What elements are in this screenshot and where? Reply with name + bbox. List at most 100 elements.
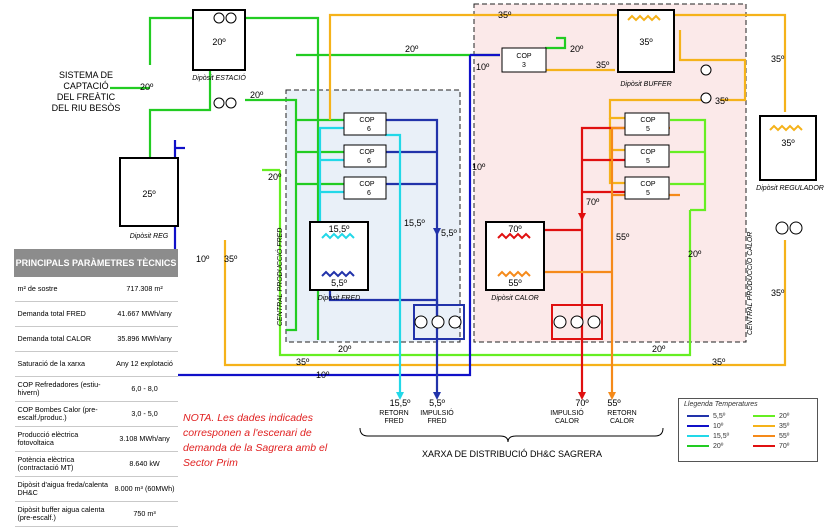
svg-text:3: 3 [522,62,526,69]
temp-label-bottom-35: 35º [296,357,310,367]
svg-text:IMPULSIÓ: IMPULSIÓ [420,408,454,417]
temp-label-top-35: 35º [498,10,512,20]
temp-label-calor-out: 20º [688,249,702,259]
cop-calor-2: COP 5 [624,144,670,168]
deposit-reg: 25º Dipòsit REG [119,157,179,240]
fred-bottom-temp: 5,5º [331,278,348,288]
svg-text:5: 5 [646,126,650,133]
cop-fred-2: COP 6 [343,144,387,168]
svg-text:IMPULSIÓ: IMPULSIÓ [550,408,584,417]
deposit-calor: 70º 55º Dipòsit CALOR [485,221,545,302]
central-calor-label: CENTRAL PRODUCCIÓ CALOR [745,232,754,335]
estacio-label: Dipòsit ESTACIÓ [192,73,246,82]
temp-label-buffer: 35º [596,60,610,70]
temp-label-cop3: 20º [570,44,584,54]
cop-fred-1: COP 6 [343,112,387,136]
temperature-legend: Llegenda Temperatures 5,5º 10º 15,5º 20º… [678,398,818,462]
svg-text:55º: 55º [607,398,621,408]
svg-text:6: 6 [367,158,371,165]
temp-label-10-bottom: 10º [316,370,330,380]
table-row: Potència elèctrica (contractació MT)8.64… [14,451,178,477]
temp-label-70: 70º [586,197,600,207]
table-row: COP Bombes Calor (pre-escalf./produc.)3,… [14,401,178,427]
calor-bottom-temp: 55º [508,278,522,288]
svg-text:RETORN: RETORN [607,410,636,417]
estacio-temp: 20º [212,37,226,47]
temp-label-10-left: 10º [196,254,210,264]
deposit-fred: 15,5º 5,5º Dipòsit FRED [309,221,369,302]
svg-text:COP: COP [640,149,656,156]
svg-text:COP: COP [359,149,375,156]
table-title: PRINCIPALS PARÀMETRES TÈCNICS [14,249,178,277]
temp-label-fred-in: 20º [268,172,282,182]
temp-label-15-5: 15,5º [404,218,426,228]
legend-item: 20º [753,413,789,420]
legend-item: 15,5º [687,433,729,440]
svg-text:DEL RIU BESÒS: DEL RIU BESÒS [52,103,121,113]
central-fred-label: CENTRAL PRODUCCIÓ FRED [275,228,284,326]
reg-label: Dipòsit REG [130,233,169,240]
network-label: XARXA DE DISTRIBUCIÓ DH&C SAGRERA [422,449,602,459]
temp-label-reg-35: 35º [224,254,238,264]
svg-text:6: 6 [367,126,371,133]
table-row: COP Refredadores (estiu-hivern)6,0 - 8,0 [14,376,178,402]
temp-label-estacio-out: 20º [250,90,264,100]
regulador-label: Dipòsit REGULADOR [756,185,824,192]
temp-label-regulador-out: 35º [771,288,785,298]
temp-label-source: 20º [140,82,154,92]
temp-label-buffer-out: 35º [715,96,729,106]
legend-item: 5,5º [687,413,725,420]
svg-text:COP: COP [640,181,656,188]
cop-fred-3: COP 6 [343,176,387,200]
temp-label-right-35: 35º [771,54,785,64]
svg-text:COP: COP [516,53,532,60]
cop-calor-1: COP 5 [624,112,670,136]
temp-label-10-mid: 10º [472,162,486,172]
fred-label: Dipòsit FRED [318,295,360,302]
svg-text:DEL FREÀTIC: DEL FREÀTIC [57,92,116,102]
regulador-temp: 35º [781,138,795,148]
dhc-schematic: 20º Dipòsit ESTACIÓ 25º Dipòsit REG 35º … [52,3,824,459]
cop-calor-units: COP 5 COP 5 COP 5 [624,112,670,200]
legend-title: Llegenda Temperatures [684,401,758,408]
calor-label: Dipòsit CALOR [491,295,538,302]
temp-label-bottom-35-right: 35º [712,357,726,367]
svg-text:15,5º: 15,5º [390,398,412,408]
temp-label-bottom-right: 20º [652,344,666,354]
legend-item: 70º [753,443,789,450]
cop-preheat: COP 3 [501,47,547,73]
svg-text:COP: COP [359,181,375,188]
cop-fred-units: COP 6 COP 6 COP 6 [343,112,387,200]
svg-text:CALOR: CALOR [610,418,634,425]
svg-text:RETORN: RETORN [379,410,408,417]
svg-text:5,5º: 5,5º [429,398,446,408]
svg-text:70º: 70º [575,398,589,408]
svg-text:FRED: FRED [427,418,446,425]
technical-parameters-table: PRINCIPALS PARÀMETRES TÈCNICS m² de sost… [14,249,178,527]
outlet-labels: 15,5º RETORN FRED 5,5º IMPULSIÓ FRED 70º… [379,398,636,425]
temp-label-5-5: 5,5º [441,228,458,238]
source-label: SISTEMA DE CAPTACIÓ DEL FREÀTIC DEL RIU … [52,70,121,113]
table-row: Dipòsit buffer aigua calenta (pre-escalf… [14,501,178,527]
svg-text:COP: COP [359,117,375,124]
svg-text:CALOR: CALOR [555,418,579,425]
legend-item: 20º [687,443,723,450]
svg-text:SISTEMA DE: SISTEMA DE [59,70,113,80]
svg-text:CAPTACIÓ: CAPTACIÓ [63,81,108,91]
legend-item: 35º [753,423,789,430]
calor-top-temp: 70º [508,224,522,234]
svg-text:FRED: FRED [384,418,403,425]
legend-item: 10º [687,423,723,430]
temp-label-bottom-left: 20º [338,344,352,354]
reg-temp: 25º [142,189,156,199]
svg-text:5: 5 [646,190,650,197]
svg-text:5: 5 [646,158,650,165]
buffer-temp: 35º [639,37,653,47]
temp-label-top: 20º [405,44,419,54]
